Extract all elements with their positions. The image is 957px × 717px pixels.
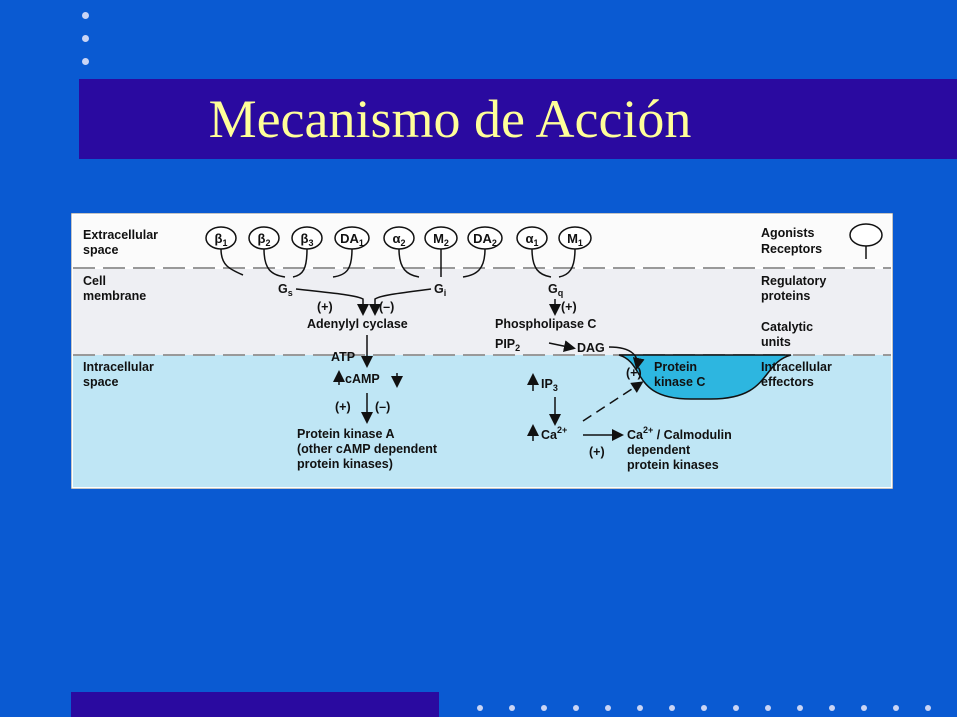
right-label-regulatory-2: proteins — [761, 289, 810, 303]
gq-plus-sign: (+) — [561, 300, 577, 314]
atp-label: ATP — [331, 350, 355, 364]
receptor-beta1: β1 — [205, 226, 237, 250]
svg-text:DA1: DA1 — [340, 231, 364, 248]
pka-line-3: protein kinases) — [297, 457, 393, 471]
diagram-svg: Extracellular space Cell membrane Intrac… — [71, 213, 893, 489]
membrane-zone — [73, 269, 891, 355]
right-label-effectors-1: Intracellular — [761, 360, 832, 374]
ca-label: Ca2+ — [541, 425, 567, 442]
calmodulin-plus-sign: (+) — [589, 445, 605, 459]
gs-plus-sign: (+) — [317, 300, 333, 314]
zone-label-extracellular-1: Extracellular — [83, 228, 158, 242]
receptor-alpha2: α2 — [383, 226, 415, 250]
pka-line-2: (other cAMP dependent — [297, 442, 438, 456]
receptor-coupling-lines — [220, 248, 576, 278]
receptor-legend-icon — [849, 223, 883, 259]
camp-label: cAMP — [345, 372, 380, 386]
pkc-line-2: kinase C — [654, 375, 705, 389]
zone-label-intracellular-2: space — [83, 375, 118, 389]
g-protein-gq: Gq — [548, 282, 563, 298]
receptor-beta2: β2 — [248, 226, 280, 250]
receptor-da1: DA1 — [334, 226, 370, 250]
zone-label-membrane-2: membrane — [83, 289, 146, 303]
ca-to-pkc-dashed-arrow — [582, 381, 644, 422]
pip2-to-dag-arrow — [548, 340, 576, 353]
zone-label-extracellular-2: space — [83, 243, 118, 257]
dag-to-pkc-arrow — [608, 346, 645, 370]
pka-minus-sign: (–) — [375, 400, 390, 414]
title-bar: Mecanismo de Acción — [79, 79, 957, 159]
right-label-agonists: Agonists — [761, 226, 815, 240]
right-label-catalytic-1: Catalytic — [761, 320, 813, 334]
protein-kinase-c-basin — [618, 354, 792, 400]
svg-text:α1: α1 — [525, 231, 538, 248]
bottom-bar — [71, 692, 439, 717]
slide-title: Mecanismo de Acción — [208, 89, 692, 149]
zone-label-membrane-1: Cell — [83, 274, 106, 288]
g-protein-gi: Gi — [434, 282, 446, 298]
calmodulin-line-2: dependent — [627, 443, 691, 457]
receptor-m2: M2 — [424, 226, 458, 250]
g-protein-gs: Gs — [278, 282, 293, 298]
svg-text:β1: β1 — [215, 231, 228, 248]
adenylyl-cyclase: Adenylyl cyclase — [307, 317, 408, 331]
svg-text:α2: α2 — [392, 231, 405, 248]
pka-line-1: Protein kinase A — [297, 427, 395, 441]
g-protein-to-enzyme-lines — [295, 288, 561, 316]
zone-label-intracellular-1: Intracellular — [83, 360, 154, 374]
svg-text:DA2: DA2 — [473, 231, 497, 248]
right-label-effectors-2: effectors — [761, 375, 814, 389]
receptor-beta3: β3 — [291, 226, 323, 250]
pka-plus-sign: (+) — [335, 400, 351, 414]
calmodulin-line-3: protein kinases — [627, 458, 719, 472]
right-label-regulatory-1: Regulatory — [761, 274, 826, 288]
gi-minus-sign: (–) — [379, 300, 394, 314]
svg-text:M2: M2 — [433, 231, 449, 248]
svg-text:M1: M1 — [567, 231, 583, 248]
signaling-diagram: Extracellular space Cell membrane Intrac… — [71, 213, 893, 489]
calmodulin-line-1: Ca2+ / Calmodulin — [627, 425, 732, 442]
receptor-da2: DA2 — [467, 226, 503, 250]
right-label-catalytic-2: units — [761, 335, 791, 349]
svg-text:β2: β2 — [258, 231, 271, 248]
dag-label: DAG — [577, 341, 605, 355]
decorative-dots-top — [79, 8, 93, 70]
right-label-receptors: Receptors — [761, 242, 822, 256]
pkc-line-1: Protein — [654, 360, 697, 374]
pkc-plus-sign: (+) — [626, 366, 642, 380]
svg-text:β3: β3 — [301, 231, 314, 248]
pip2-label: PIP2 — [495, 337, 520, 353]
phospholipase-c: Phospholipase C — [495, 317, 596, 331]
receptor-alpha1: α1 — [516, 226, 548, 250]
ip3-label: IP3 — [541, 377, 558, 393]
receptor-m1: M1 — [558, 226, 592, 250]
